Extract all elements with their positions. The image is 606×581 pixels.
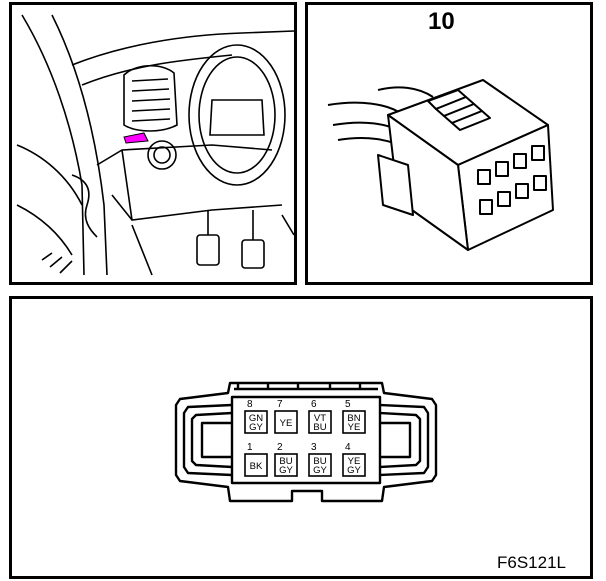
pin-cavity-6 bbox=[308, 410, 332, 434]
connector-number: 10 bbox=[428, 8, 455, 35]
pin-cavity-4 bbox=[342, 453, 366, 477]
pin-cavity-5 bbox=[342, 410, 366, 434]
pin-wire-color-7: YE bbox=[280, 418, 293, 429]
pin-number-8: 8 bbox=[247, 399, 253, 410]
dashboard-location-illustration bbox=[16, 14, 294, 276]
pin-number-2: 2 bbox=[277, 442, 283, 453]
connector-housing-illustration bbox=[327, 79, 554, 251]
pin-number-5: 5 bbox=[345, 399, 351, 410]
pin-cavity-1 bbox=[244, 453, 268, 477]
pin-cavity-2 bbox=[274, 453, 298, 477]
figure-code: F6S121L bbox=[497, 553, 566, 572]
pin-number-1: 1 bbox=[247, 442, 253, 453]
pin-number-6: 6 bbox=[311, 399, 317, 410]
location-panel bbox=[9, 2, 297, 285]
connector-location-marker bbox=[123, 132, 149, 144]
pin-wire-color-1: BK bbox=[250, 461, 263, 472]
pin-number-7: 7 bbox=[277, 399, 283, 410]
connector-view-panel bbox=[305, 2, 593, 285]
pin-number-4: 4 bbox=[345, 442, 351, 453]
pin-cavity-8 bbox=[244, 410, 268, 434]
pin-number-3: 3 bbox=[311, 442, 317, 453]
pin-cavity-7 bbox=[274, 410, 298, 434]
pin-cavity-3 bbox=[308, 453, 332, 477]
